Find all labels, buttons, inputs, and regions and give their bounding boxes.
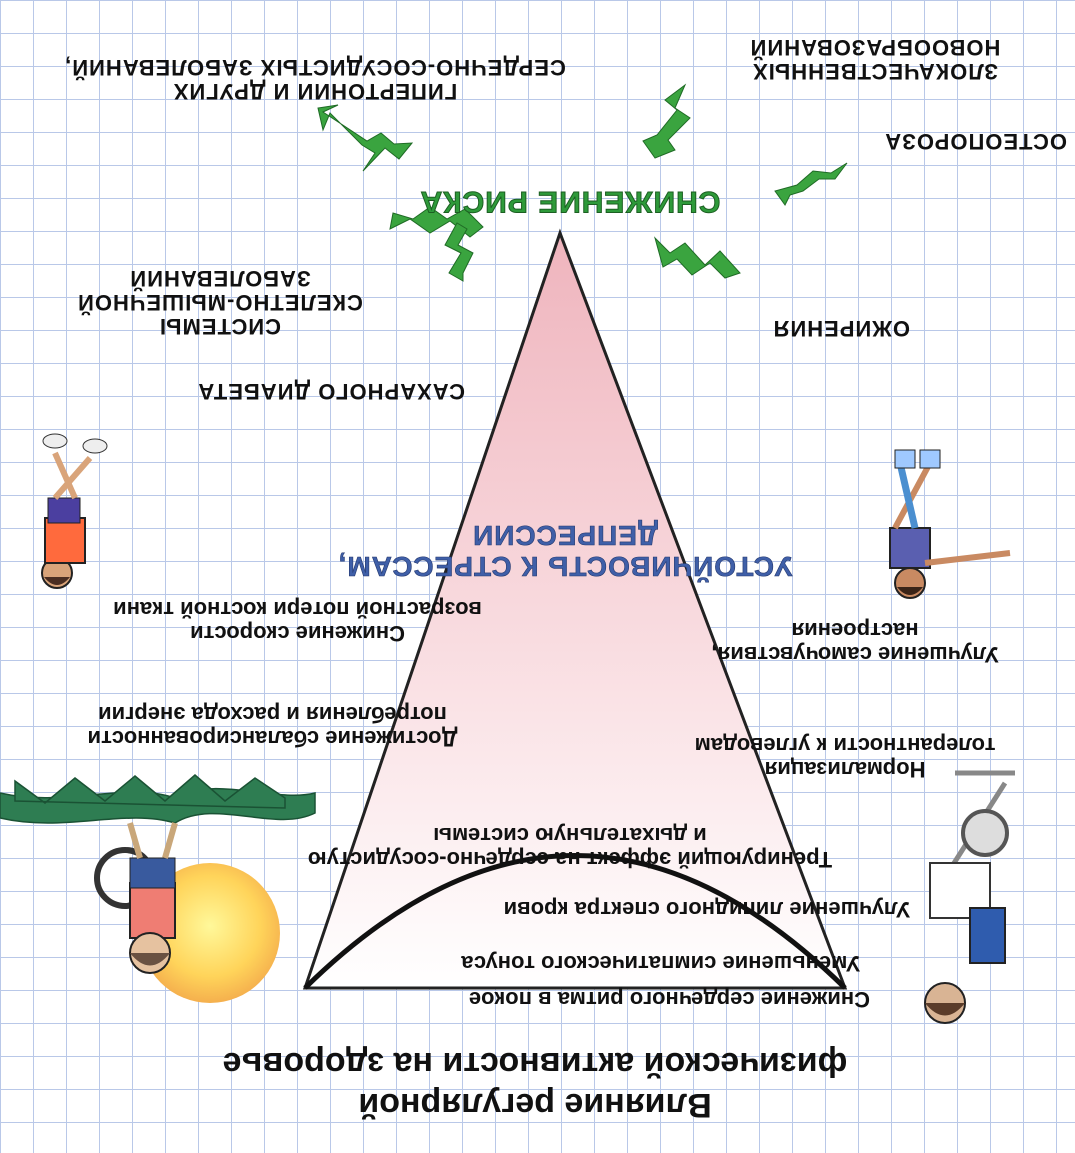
benefit-energy-line-2: потребления и расхода энергии (98, 701, 447, 727)
cyclist-figure (94, 822, 178, 974)
risk-cardio-line-1: ГИПЕРТОНИИ И ДРУГИХ (172, 79, 458, 104)
benefit-wellbeing: Улучшение самочувствия, настроения (645, 617, 1065, 667)
benefit-training: Тренирующий эффект на сердечно-сосудисту… (185, 822, 955, 872)
stress-resistance: УСТОЙЧИВОСТЬ К СТРЕССАМ, ДЕПРЕССИИ (265, 519, 865, 583)
benefit-sympathetic: Уменьшение симпатического тонуса (461, 951, 860, 976)
benefit-energy: Достижение сбалансированности потреблени… (0, 701, 545, 751)
risk-neoplasms-line-1: ЗЛОКАЧЕСТВЕННЫХ (752, 59, 998, 84)
exercise-bike-figure (924, 770, 1015, 1024)
lightning-arrow-osteoporosis (774, 162, 848, 206)
pyramid-base-arc (303, 853, 847, 990)
risk-neoplasms-line-2: НОВООБРАЗОВАНИЙ (749, 34, 1001, 60)
lightning-arrow-musculoskeletal (389, 206, 484, 238)
benefit-carbs: Нормализация толерантности к углеводам (625, 732, 1065, 782)
benefit-wellbeing-line-2: настроения (791, 617, 919, 643)
risk-cardio-line-2: СЕРДЕЧНО-СОСУДИСТЫХ ЗАБОЛЕВАНИЙ, (64, 54, 566, 80)
title-line-2: физической активности на здоровье (222, 1044, 848, 1083)
benefit-training-line-1: Тренирующий эффект на сердечно-сосудисту… (307, 847, 833, 872)
benefit-energy-line-1: Достижение сбалансированности (87, 726, 458, 751)
benefit-bone-line-1: Снижение скорости (190, 621, 405, 646)
lightning-arrow-diabetes (444, 222, 474, 282)
benefit-bone: Снижение скорости возрастной потери кост… (15, 596, 580, 646)
lightning-arrow-neoplasms (642, 83, 691, 159)
risk-musculoskeletal: СИСТЕМЫ СКЕЛЕТНО-МЫШЕЧНОЙ ЗАБОЛЕВАНИЙ (20, 265, 420, 339)
runner-figure (41, 433, 108, 589)
risk-osteoporosis: ОСТЕОПОРОЗА (884, 129, 1067, 154)
benefit-carbs-line-1: Нормализация (764, 757, 926, 782)
risk-cardio: ГИПЕРТОНИИ И ДРУГИХ СЕРДЕЧНО-СОСУДИСТЫХ … (5, 54, 625, 104)
risk-reduction-heading: СНИЖЕНИЕ РИСКА (419, 185, 721, 219)
benefit-carbs-line-2: толерантности к углеводам (694, 732, 996, 758)
diagram-title: Влияние регулярной физической активности… (135, 1044, 935, 1124)
lightning-arrow-cardio (317, 104, 414, 172)
risk-musculoskeletal-line-2: СКЕЛЕТНО-МЫШЕЧНОЙ (77, 289, 363, 315)
stress-line-1: УСТОЙЧИВОСТЬ К СТРЕССАМ, (337, 551, 793, 583)
risk-musculoskeletal-line-3: ЗАБОЛЕВАНИЙ (129, 265, 311, 291)
aerobics-figure (889, 449, 1011, 599)
benefit-lipid: Улучшение липидного спектра крови (503, 897, 910, 922)
risk-neoplasms: ЗЛОКАЧЕСТВЕННЫХ НОВООБРАЗОВАНИЙ (705, 34, 1045, 84)
pyramid (302, 228, 848, 990)
benefit-training-line-2: и дыхательную системы (433, 822, 707, 848)
tree-foliage (0, 774, 316, 824)
benefit-wellbeing-line-1: Улучшение самочувствия, (711, 642, 999, 667)
benefit-heart-rate: Снижение сердечного ритма в покое (468, 987, 870, 1012)
stress-line-2: ДЕПРЕССИИ (472, 520, 658, 552)
lightning-arrow-obesity (654, 236, 741, 279)
risk-diabetes: САХАРНОГО ДИАБЕТА (197, 379, 465, 404)
title-line-1: Влияние регулярной (358, 1086, 712, 1124)
risk-obesity: ОЖИРЕНИЯ (772, 316, 910, 341)
benefit-bone-line-2: возрастной потери костной ткани (113, 596, 482, 622)
risk-musculoskeletal-line-1: СИСТЕМЫ (158, 314, 282, 339)
